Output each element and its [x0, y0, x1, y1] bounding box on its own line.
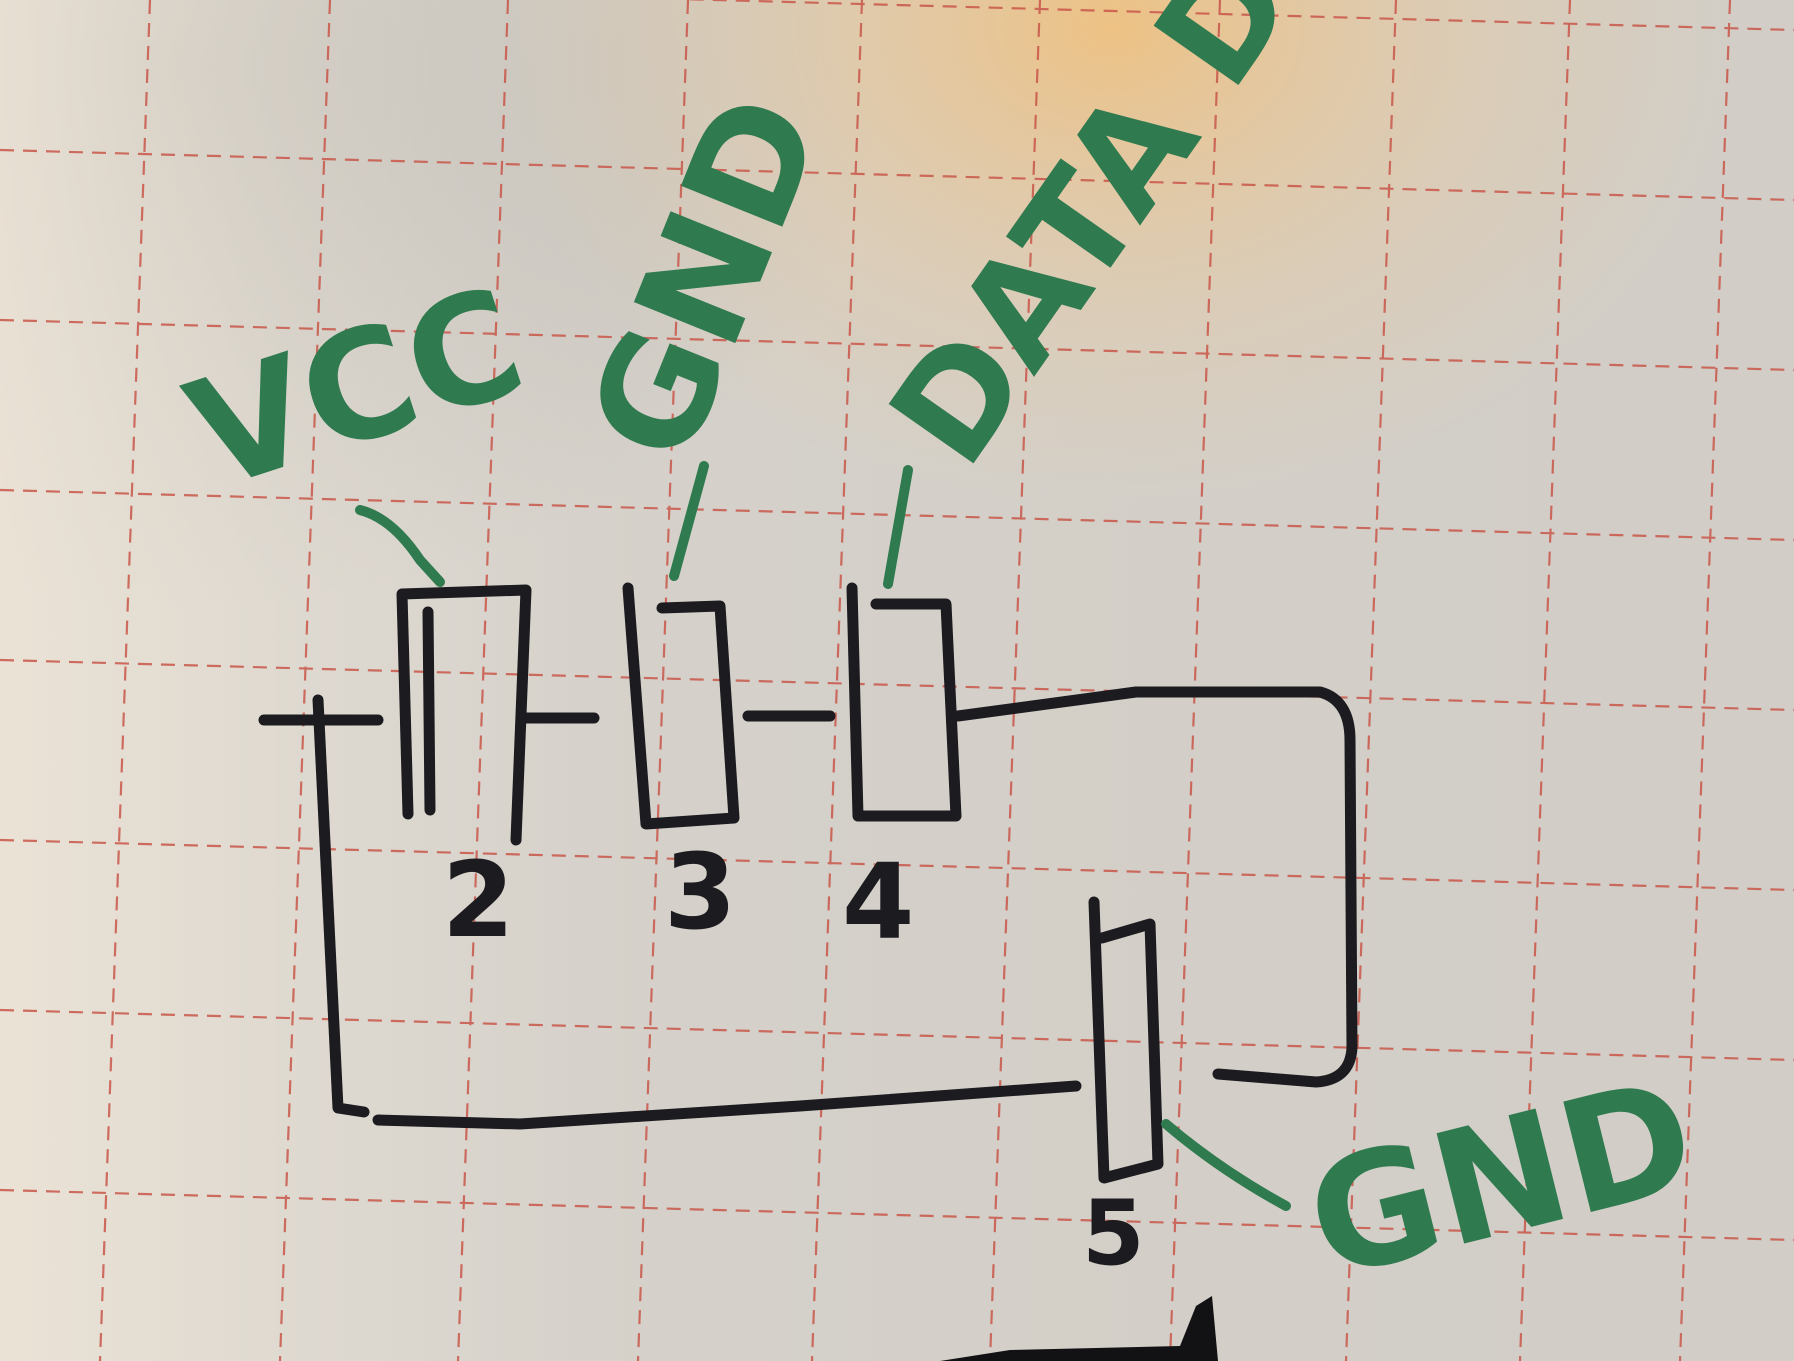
pen-tip-shadow — [940, 1296, 1218, 1361]
leader-gnd-top — [669, 461, 709, 581]
bottom-return-wire — [372, 1080, 1082, 1130]
pin-number-4: 4 — [842, 841, 914, 963]
grid-line-vertical — [278, 0, 332, 1361]
grid-line-vertical — [810, 0, 864, 1361]
pin-number-5: 5 — [1082, 1181, 1145, 1286]
grid-line-horizontal — [0, 838, 1794, 892]
grid-line-horizontal — [678, 0, 1794, 32]
grid-line-horizontal — [0, 1008, 1794, 1062]
grid-line-vertical — [1344, 0, 1398, 1361]
schematic-wires: 2 3 4 5 — [258, 582, 1358, 1286]
leader-data — [883, 465, 913, 589]
grid-line-vertical — [636, 0, 690, 1361]
grid-line-vertical — [1518, 0, 1572, 1361]
grid-line-vertical — [1678, 0, 1732, 1361]
pin-number-3: 3 — [664, 831, 736, 953]
component-pin4 — [846, 582, 962, 822]
grid-line-vertical — [456, 0, 510, 1361]
data-wire-loop — [952, 686, 1358, 1088]
grid-line-vertical — [98, 0, 152, 1361]
grid-line-horizontal — [0, 658, 1794, 712]
pin-number-2: 2 — [442, 839, 514, 961]
grid-line-horizontal — [0, 148, 1794, 202]
grid-line-horizontal — [0, 318, 1794, 372]
component-pin2 — [396, 584, 532, 846]
grid-line-vertical — [988, 0, 1042, 1361]
left-terminal — [258, 694, 384, 1118]
component-pin3 — [622, 582, 740, 830]
leader-gnd-bottom — [1161, 1119, 1291, 1211]
grid-line-horizontal — [0, 1188, 1794, 1242]
component-pin5 — [1088, 896, 1164, 1184]
leader-vcc — [355, 505, 445, 587]
